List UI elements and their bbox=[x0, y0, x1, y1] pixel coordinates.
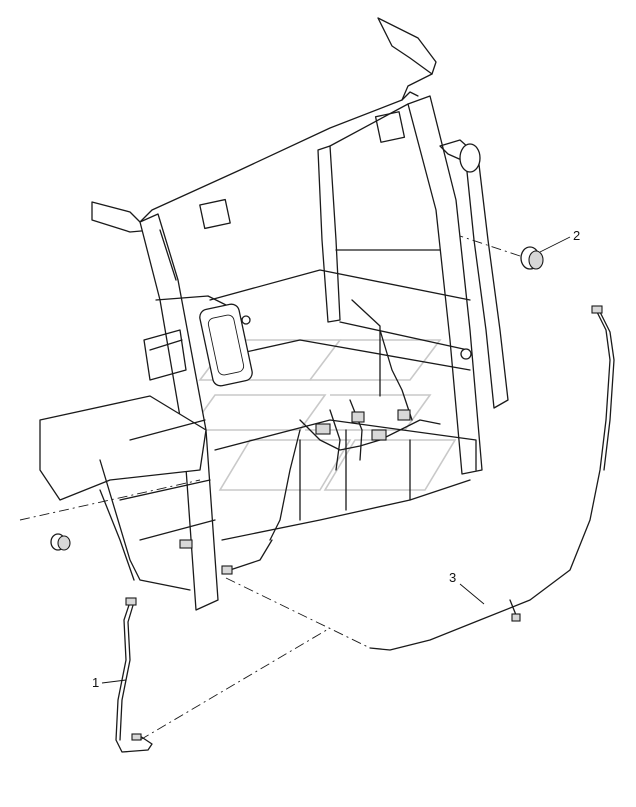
callout-3: 3 bbox=[449, 570, 485, 605]
cab-roof bbox=[91, 17, 437, 233]
callout-1-label: 1 bbox=[92, 675, 99, 690]
left-grommet bbox=[19, 479, 201, 551]
callout-2-label: 2 bbox=[573, 228, 580, 243]
cab-floor bbox=[39, 229, 216, 591]
callout-2: 2 bbox=[539, 228, 580, 253]
callout-3-label: 3 bbox=[449, 570, 456, 585]
part-3-harness bbox=[225, 305, 615, 651]
internal-harness bbox=[179, 329, 472, 575]
part-1-harness bbox=[115, 597, 331, 753]
part-2-grommet bbox=[459, 235, 544, 270]
cab-frame bbox=[139, 95, 509, 611]
side-mirror bbox=[155, 295, 253, 387]
callout-1: 1 bbox=[92, 675, 127, 690]
